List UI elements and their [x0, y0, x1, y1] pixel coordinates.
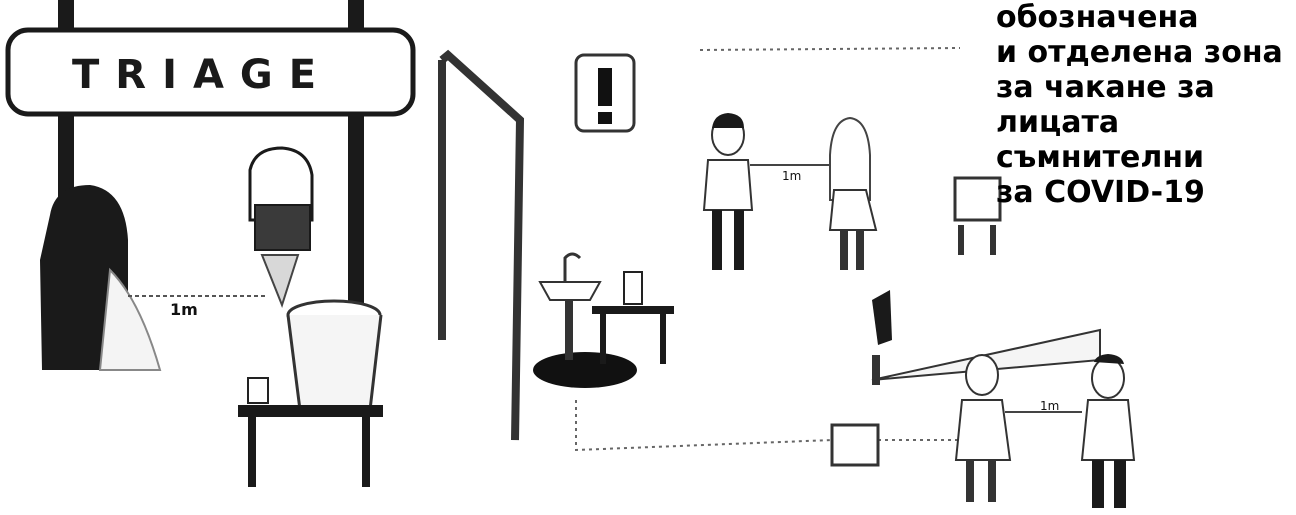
queue-person-2 [1080, 354, 1136, 508]
triage-distance-label: 1m [170, 300, 198, 319]
waiting-chair [953, 176, 1002, 255]
triage-sign-text: TRIAGE [72, 52, 332, 98]
caption-line: обозначена [996, 0, 1199, 35]
caption-text: обозначена и отделена зона за чакане за … [996, 0, 1292, 210]
queue-person-1 [954, 354, 1012, 502]
sanitizer-icon [623, 271, 643, 305]
triage-staff [248, 146, 314, 308]
caption-line: за COVID-19 [996, 175, 1205, 210]
partition-wall [439, 49, 525, 441]
queue-distance-label: 1m [1040, 399, 1059, 413]
sanitizer-table [592, 271, 674, 364]
triage-table [238, 377, 383, 487]
triage-sign [5, 27, 416, 117]
patient-left [40, 185, 162, 371]
caption-line: за чакане за [996, 70, 1215, 105]
waiting-distance-label: 1m [782, 169, 801, 183]
caption-line: съмнителни [996, 140, 1205, 175]
queue-box [830, 423, 880, 467]
waiting-woman [828, 116, 878, 270]
waste-bin-icon [286, 299, 383, 412]
exclamation-icon [574, 53, 636, 133]
sink-icon [533, 252, 637, 388]
caption-line: и отделена зона [996, 35, 1283, 70]
waiting-man [702, 113, 754, 270]
caption-line: лицата [996, 105, 1120, 140]
